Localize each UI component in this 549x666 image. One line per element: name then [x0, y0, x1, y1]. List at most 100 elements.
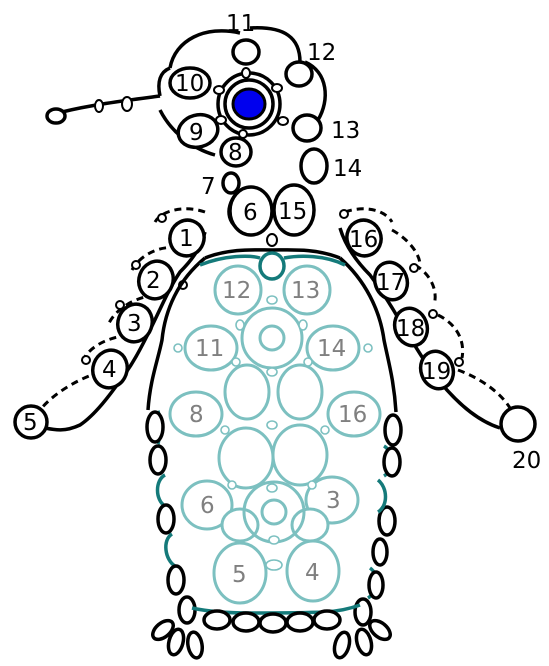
eye-picot-bottom	[239, 130, 247, 138]
left-scallop-4	[168, 566, 184, 594]
eye-picot-tl	[214, 86, 224, 94]
label-16: 16	[349, 227, 378, 253]
label-8: 8	[228, 140, 243, 166]
label-10: 10	[175, 71, 204, 97]
right-scallop-6	[355, 599, 371, 625]
label-17: 17	[376, 270, 405, 296]
label-12: 12	[307, 40, 336, 66]
left-flipper-picot-1	[158, 214, 166, 222]
belly-center-ring-top	[260, 326, 284, 350]
ring-7	[223, 173, 239, 193]
neck-picot	[267, 234, 277, 246]
beak-picot-1	[95, 100, 103, 112]
belly-inner-ring-1	[225, 365, 269, 419]
belly-picot-15	[174, 344, 182, 352]
inner-label-4: 4	[305, 560, 320, 586]
right-flipper-dashed-5	[458, 370, 510, 408]
left-scallop-5	[179, 597, 195, 623]
ring-13	[293, 115, 321, 141]
body-bottom	[192, 605, 360, 632]
label-18: 18	[396, 316, 425, 342]
label-20: 20	[512, 448, 541, 474]
ring-20	[501, 407, 535, 441]
belly-picot-3	[299, 320, 307, 330]
label-11: 11	[226, 11, 255, 37]
eye-picot-bl	[216, 116, 226, 124]
ring-11	[233, 40, 259, 64]
left-scallop-2	[150, 446, 166, 474]
right-flipper-dashed-2	[392, 230, 420, 265]
right-flipper-picot-4	[455, 358, 463, 366]
belly-picot-5	[232, 358, 240, 366]
belly-top-ring	[260, 253, 284, 279]
belly-picot-11	[228, 481, 236, 489]
belly-inner-ring-6	[292, 509, 328, 541]
inner-label-6: 6	[200, 493, 215, 519]
belly-picot-12	[308, 481, 316, 489]
beak-tip-ring	[47, 109, 65, 123]
inner-label-8: 8	[189, 402, 204, 428]
label-19: 19	[422, 359, 451, 385]
right-flipper-picot-2	[410, 264, 418, 272]
bottom-ring-5	[314, 611, 340, 629]
belly-picot-7	[267, 421, 277, 429]
belly-picot-4	[267, 368, 277, 376]
eye-picot-top	[242, 68, 250, 78]
bottom-ring-2	[233, 613, 259, 631]
belly-picot-14	[266, 560, 282, 570]
right-flipper-dashed-3	[415, 265, 435, 305]
right-scallop-4	[373, 539, 387, 565]
belly-picot-2	[236, 320, 244, 330]
inner-label-14: 14	[317, 336, 346, 362]
bottom-ring-3	[260, 614, 286, 632]
beak-chain	[62, 96, 160, 112]
inner-label-12: 12	[222, 278, 251, 304]
belly-picot-10	[267, 484, 277, 492]
inner-label-11: 11	[195, 336, 224, 362]
inner-label-5: 5	[232, 562, 247, 588]
belly-picot-8	[221, 426, 229, 434]
right-scallop-teal-2	[378, 480, 386, 512]
label-3: 3	[127, 311, 142, 337]
label-6: 6	[243, 200, 258, 226]
bottom-ring-1	[204, 611, 230, 629]
eye-picot-tr	[272, 84, 282, 92]
belly-picot-13	[269, 536, 279, 544]
belly-inner-ring-3	[219, 428, 273, 488]
left-scallop-teal-3	[166, 534, 175, 566]
belly-inner-ring-2	[278, 365, 322, 419]
right-flipper-picot-3	[429, 310, 437, 318]
right-flipper-picot-1	[340, 210, 348, 218]
left-flipper-picot-5	[82, 356, 90, 364]
label-5: 5	[23, 410, 38, 436]
label-15: 15	[278, 199, 307, 225]
label-2: 2	[146, 268, 161, 294]
right-scallop-1	[385, 415, 401, 445]
left-scallop-1	[147, 412, 163, 442]
ring-14	[301, 149, 327, 183]
inner-label-13: 13	[291, 278, 320, 304]
label-9: 9	[189, 120, 204, 146]
head	[47, 28, 327, 193]
label-7: 7	[201, 174, 216, 200]
label-14: 14	[333, 156, 362, 182]
left-flipper-picot-4	[116, 301, 124, 309]
belly	[170, 253, 380, 603]
inner-label-16: 16	[338, 402, 367, 428]
right-scallop-5	[369, 572, 383, 598]
left-flipper-picot-2	[132, 261, 140, 269]
belly-inner-ring-4	[273, 425, 327, 485]
body-side-right	[355, 415, 401, 625]
belly-inner-ring-5	[222, 509, 258, 541]
eye-pupil-icon	[233, 89, 265, 119]
eye-picot-br	[278, 117, 288, 125]
left-foot-toe-3	[186, 631, 204, 659]
bottom-ring-4	[287, 613, 313, 631]
label-1: 1	[179, 226, 194, 252]
belly-picot-16	[364, 344, 372, 352]
beak-picot-2	[122, 97, 132, 111]
right-foot-toe-1	[332, 631, 352, 660]
left-scallop-3	[158, 505, 174, 533]
